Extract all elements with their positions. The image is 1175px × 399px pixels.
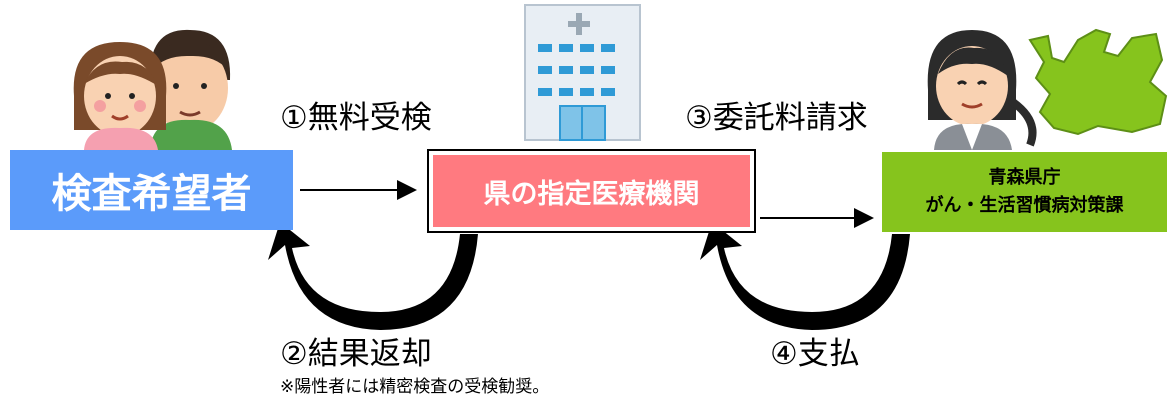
positive-case-note: ※陽性者には精密検査の受検勧奨。 xyxy=(280,377,550,397)
office-name: 青森県庁 xyxy=(988,167,1061,188)
arrow-payment-return xyxy=(700,222,910,330)
staff-woman-illustration xyxy=(927,30,1037,150)
step3-label: ③委託料請求 xyxy=(685,100,868,136)
step1-label: ①無料受検 xyxy=(280,100,432,136)
aomori-map-icon xyxy=(1028,28,1168,136)
hospital-box: 県の指定医療機関 xyxy=(433,155,750,227)
arrow-result-return xyxy=(268,222,478,330)
office-division: がん・生活習慣病対策課 xyxy=(925,195,1124,216)
hospital-building-icon xyxy=(524,4,641,141)
couple-illustration xyxy=(73,29,232,150)
step4-label: ④支払 xyxy=(770,336,860,372)
prefecture-office-box: 青森県庁 がん・生活習慣病対策課 xyxy=(882,152,1167,232)
applicant-box: 検査希望者 xyxy=(10,150,293,230)
step2-label: ②結果返却 xyxy=(280,336,432,372)
